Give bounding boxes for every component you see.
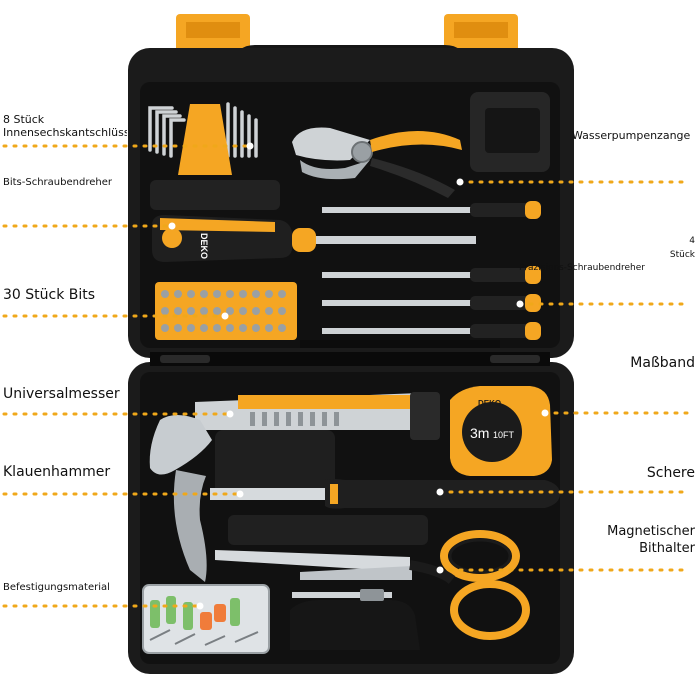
fastener-box <box>142 584 270 654</box>
label-fasteners: Befestigungsmaterial <box>3 582 110 593</box>
label-water-pump-pliers: Wasserpumpenzange <box>572 129 691 142</box>
tape-brand-text: DEKO <box>478 399 501 408</box>
water-pump-pliers <box>292 127 462 198</box>
bits-screwdriver: DEKO <box>152 215 476 262</box>
magnetic-bit-holder <box>292 589 392 601</box>
label-bits: 30 Stück Bits <box>3 287 96 303</box>
label-scissors: Schere <box>646 465 695 481</box>
utility-knife <box>195 392 440 440</box>
label-precision-count: 4 <box>689 236 695 246</box>
tape-size-metric: 3m <box>470 425 489 441</box>
label-precision-unit: Stück <box>669 250 695 260</box>
label-claw-hammer: Klauenhammer <box>3 464 111 480</box>
label-tape-measure: Maßband <box>630 355 695 371</box>
callout-dots-right <box>436 178 692 574</box>
screwdriver-brand-text: DEKO <box>199 233 209 259</box>
case-hinge <box>150 352 550 366</box>
precision-screwdrivers <box>322 201 541 340</box>
label-hex-keys-name: Innensechskantschlüssel <box>3 127 127 139</box>
label-utility-knife: Universalmesser <box>3 386 120 402</box>
label-bits-screwdriver: Bits-Schraubendreher <box>3 177 112 188</box>
tape-measure: 3m 10FT DEKO <box>450 386 552 476</box>
label-bit-holder-line1: Magnetischer <box>607 524 695 539</box>
scissors <box>215 530 530 640</box>
bit-set-tray <box>155 282 297 340</box>
case-upper-half <box>128 48 574 358</box>
label-precision-name: Präzisions-Schraubendreher <box>519 263 645 273</box>
hex-key-holder <box>178 104 232 175</box>
label-bit-holder-line2: Bithalter <box>639 541 695 556</box>
tape-size-imperial: 10FT <box>493 430 515 440</box>
callout-dots-left <box>2 142 254 610</box>
label-hex-keys-count: 8 Stück <box>3 113 45 126</box>
